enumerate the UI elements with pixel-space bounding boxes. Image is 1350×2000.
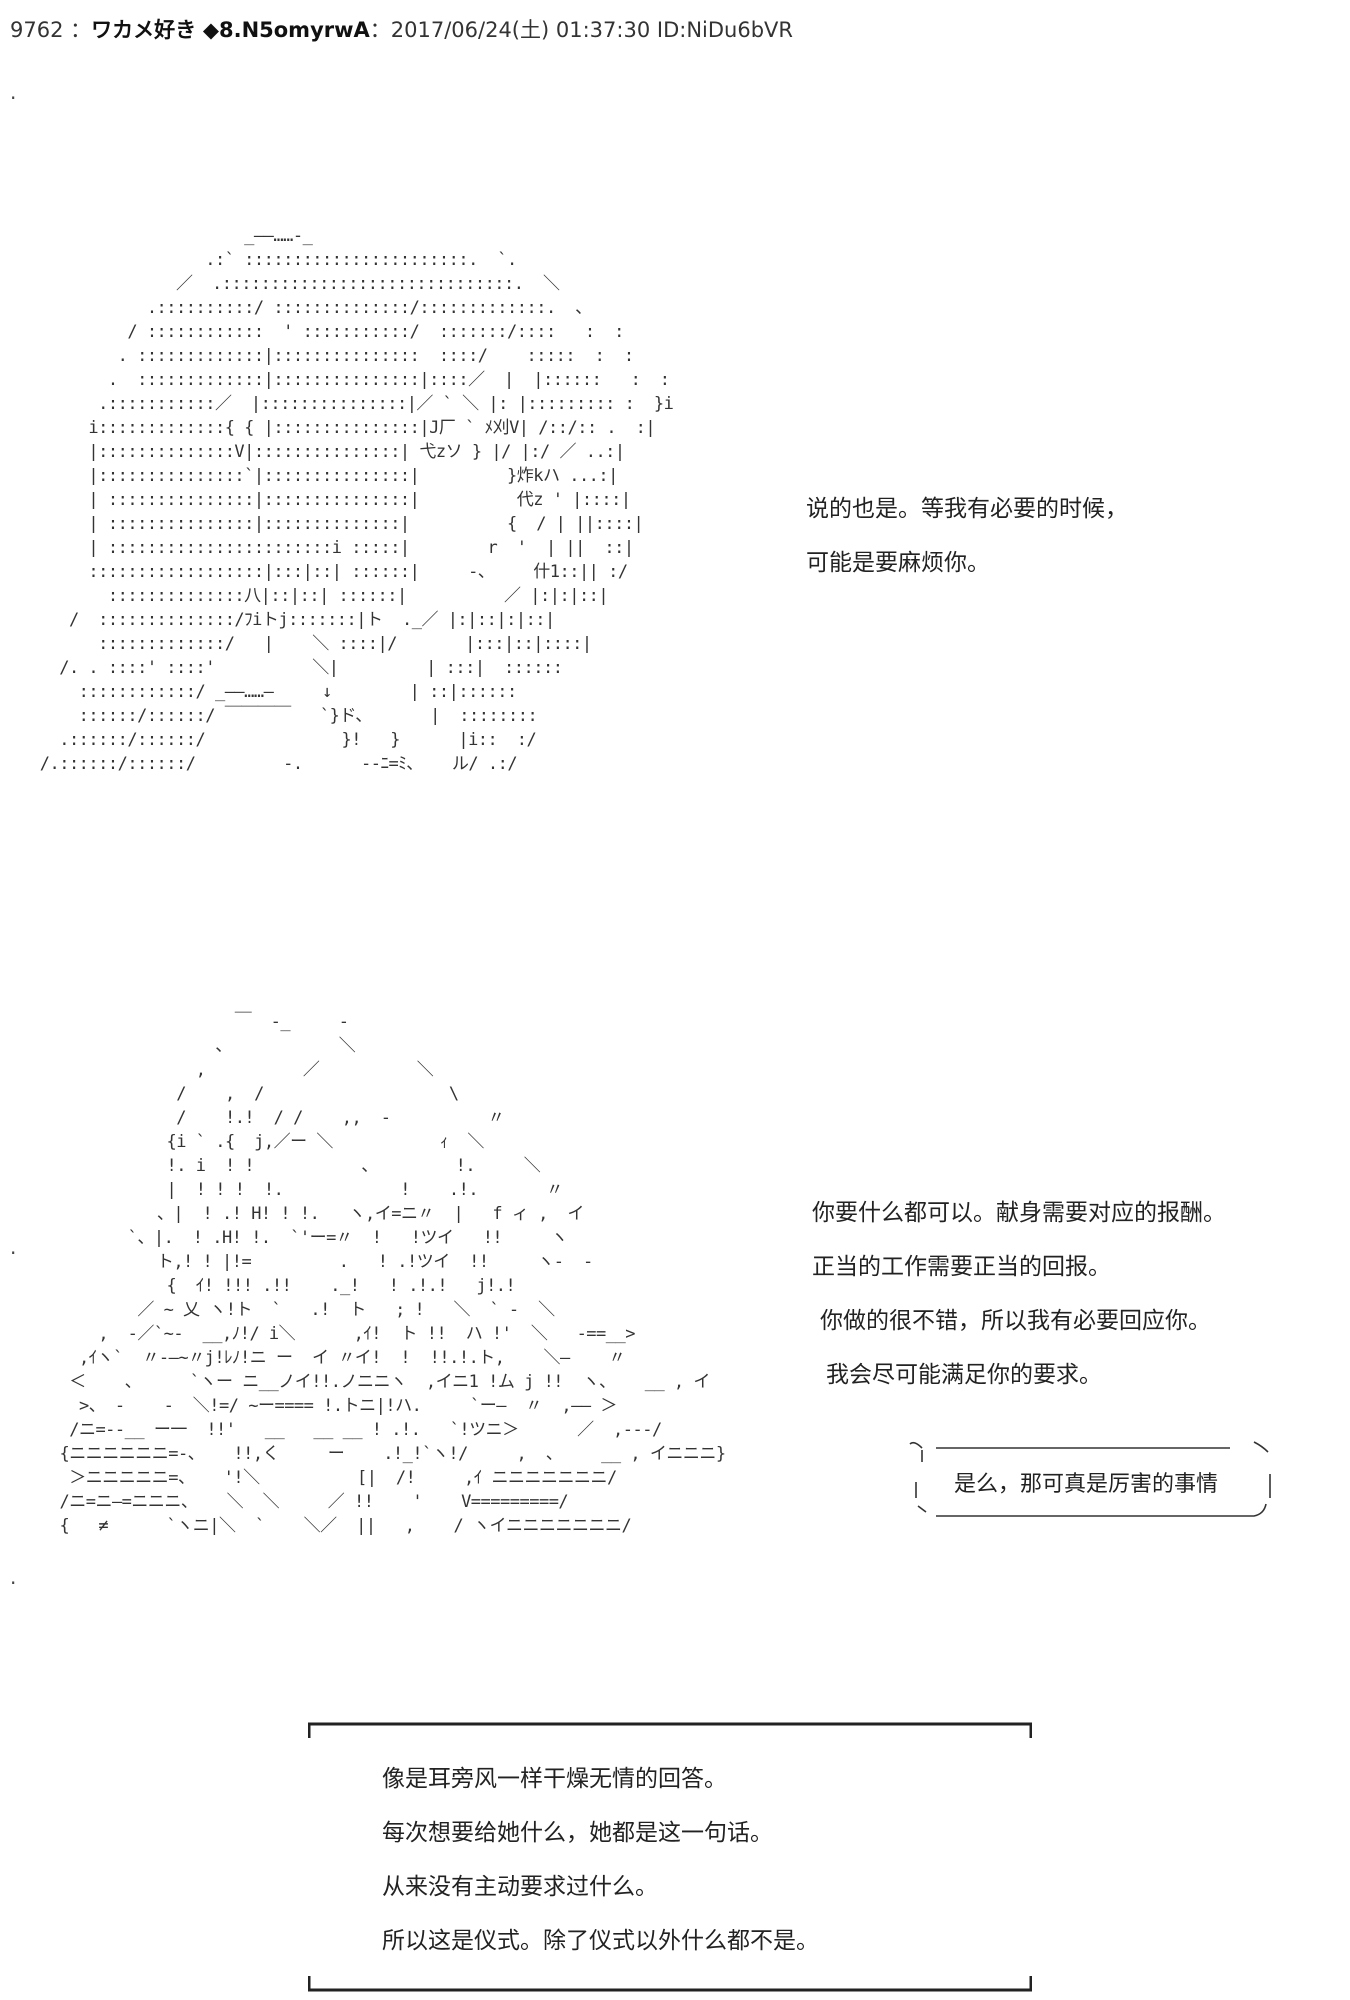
narration-box: 像是耳旁风一样干燥无情的回答。 每次想要给她什么，她都是这一句话。 从来没有主动… xyxy=(308,1722,1032,1992)
dialog-line: 我会尽可能满足你的要求。 xyxy=(826,1362,1102,1388)
post-id[interactable]: ID:NiDu6bVR xyxy=(656,18,793,42)
post-number: 9762 xyxy=(10,18,64,42)
dialog-block-1: 说的也是。等我有必要的时候， 可能是要麻烦你。 xyxy=(806,482,1128,590)
ascii-art-character-2: ￣ -_ - 、 ＼ , ／ ＼ / , / \ / !.! / / ,, - … xyxy=(59,1012,726,1536)
margin-dot: . xyxy=(10,1565,17,1589)
narration-lines: 像是耳旁风一样干燥无情的回答。 每次想要给她什么，她都是这一句话。 从来没有主动… xyxy=(382,1752,819,1968)
dialog-line: 你做的很不错，所以我有必要回应你。 xyxy=(820,1308,1211,1334)
narration-line: 所以这是仪式。除了仪式以外什么都不是。 xyxy=(382,1928,819,1954)
post-separator: ： xyxy=(70,18,92,42)
dialog-line: 正当的工作需要正当的回报。 xyxy=(812,1254,1111,1280)
reply-text: 是么，那可真是厉害的事情 xyxy=(954,1472,1219,1497)
post-header: 9762 ：ワカメ好き ◆8.N5omyrwA：2017/06/24(土) 01… xyxy=(10,14,793,44)
poster-trip: ◆8.N5omyrwA xyxy=(202,18,370,42)
post-separator-2: ： xyxy=(369,18,391,42)
narration-line: 每次想要给她什么，她都是这一句话。 xyxy=(382,1820,773,1846)
dialog-line: 可能是要麻烦你。 xyxy=(806,550,990,576)
margin-dot: . xyxy=(10,1235,17,1259)
dialog-block-2: 你要什么都可以。献身需要对应的报酬。 正当的工作需要正当的回报。 你做的很不错，… xyxy=(812,1186,1226,1402)
speech-bubble-frame xyxy=(909,1441,1271,1517)
dialog-line: 说的也是。等我有必要的时候， xyxy=(806,496,1128,522)
dialog-line: 你要什么都可以。献身需要对应的报酬。 xyxy=(812,1200,1226,1226)
margin-dot: . xyxy=(10,80,17,104)
reply-speech-bubble: 是么，那可真是厉害的事情 xyxy=(908,1438,1278,1522)
poster-name[interactable]: ワカメ好き xyxy=(91,18,197,42)
narration-frame xyxy=(308,1722,1032,1992)
post-datetime: 2017/06/24(土) 01:37:30 xyxy=(390,18,651,42)
narration-line: 从来没有主动要求过什么。 xyxy=(382,1874,658,1900)
narration-line: 像是耳旁风一样干燥无情的回答。 xyxy=(382,1766,727,1792)
ascii-art-character-1: _——……-_ .:` :::::::::::::::::::::::. `. … xyxy=(39,226,674,774)
